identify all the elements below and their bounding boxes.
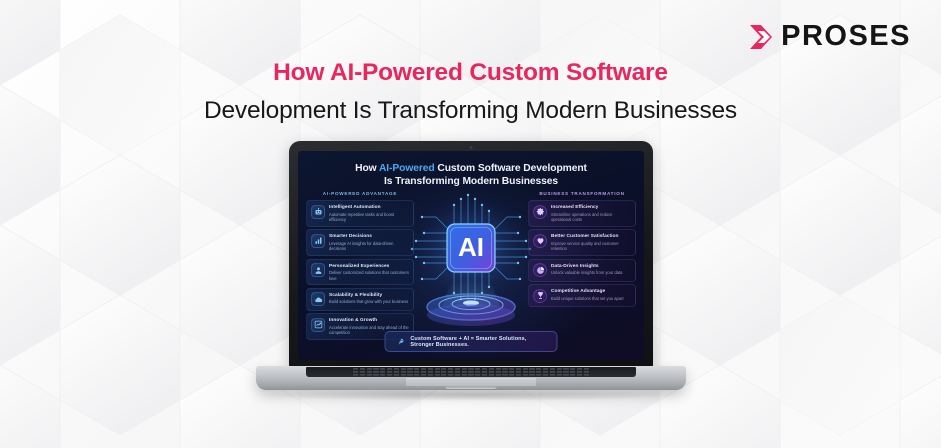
proses-arrow-icon [750,24,773,49]
feature-desc: Improve service quality and customer ret… [551,240,619,252]
webcam-icon [469,145,473,149]
logo-text: PROSES [781,20,911,52]
feature-desc: Accelerate innovation and stay ahead of … [329,324,409,336]
laptop-screen: How AI-Powered Custom Software Developme… [298,151,644,360]
robot-icon [311,204,325,219]
feature-text: Personalized Experiences Deliver customi… [329,263,409,281]
feature-text: Competitive Advantage Build unique solut… [551,289,624,301]
laptop-lid: How AI-Powered Custom Software Developme… [289,141,653,369]
feature-desc: Build solutions that grow with your busi… [329,299,409,305]
laptop-notch [445,385,497,389]
feature-item-smarter-decisions[interactable]: Smarter Decisions Leverage AI insights f… [306,229,414,257]
screen-title-suffix: Custom Software Development [434,163,587,174]
headline-line-1: How AI-Powered Custom Software [273,59,668,86]
feature-item-innovation-growth[interactable]: Innovation & Growth Accelerate innovatio… [306,313,414,341]
laptop-keyboard [306,367,636,377]
gear-icon [533,204,547,219]
tagline-text: Custom Software + AI = Smarter Solutions… [410,335,527,348]
feature-text: Intelligent Automation Automate repetiti… [329,205,409,223]
feature-title: Personalized Experiences [329,263,390,269]
tagline-banner[interactable]: Custom Software + AI = Smarter Solutions… [384,331,558,352]
feature-text: Data-Driven Insights Unlock valuable ins… [551,263,623,276]
ai-chip-graphic: AI [406,189,536,329]
feature-title: Intelligent Automation [329,205,381,210]
headline-line-2: Development Is Transforming Modern Busin… [204,97,737,124]
feature-columns: AI-POWERED ADVANTAGE Intelligent Automat… [298,191,644,343]
feature-desc: Build unique solutions that set you apar… [551,295,624,301]
feature-item-personalized-experiences[interactable]: Personalized Experiences Deliver customi… [306,258,414,286]
left-column: AI-POWERED ADVANTAGE Intelligent Automat… [306,191,414,343]
feature-item-better-customer-satisfaction[interactable]: Better Customer Satisfaction Improve ser… [528,229,636,257]
feature-title: Better Customer Satisfaction [551,234,619,240]
bar-chart-icon [311,233,325,248]
right-column-heading: BUSINESS TRANSFORMATION [539,191,625,196]
screen-title-prefix: How [355,163,379,174]
feature-title: Data-Driven Insights [551,263,599,269]
feature-desc: Leverage AI insights for data-driven dec… [329,240,394,252]
feature-text: Increased Efficiency Streamline operatio… [551,205,631,223]
laptop-trackpad [406,378,536,386]
rocket-icon [398,338,404,345]
page-title: How AI-Powered Custom Software Developme… [0,58,941,126]
feature-desc: Automate repetitive tasks and boost effi… [329,211,395,222]
laptop-mockup: How AI-Powered Custom Software Developme… [256,141,686,441]
screen-title-highlight: AI-Powered [378,163,435,174]
feature-title: Competitive Advantage [551,289,606,295]
screen-title-line-2: Is Transforming Modern Businesses [383,176,559,187]
pie-chart-icon [533,263,547,278]
feature-title: Smarter Decisions [329,234,372,240]
feature-item-intelligent-automation[interactable]: Intelligent Automation Automate repetiti… [306,200,414,227]
feature-title: Scalability & Flexibility [329,292,383,298]
right-column: BUSINESS TRANSFORMATION Increased Effici… [528,191,636,343]
cloud-icon [311,292,325,307]
feature-item-increased-efficiency[interactable]: Increased Efficiency Streamline operatio… [528,200,636,227]
person-icon [311,263,325,278]
feature-title: Innovation & Growth [329,318,378,324]
screen-title: How AI-Powered Custom Software Developme… [298,151,644,188]
brand-logo[interactable]: PROSES [749,22,911,51]
growth-chart-icon [311,317,325,332]
laptop-shadow [260,389,682,401]
feature-title: Increased Efficiency [551,205,599,210]
feature-text: Innovation & Growth Accelerate innovatio… [329,318,409,336]
feature-item-scalability-flexibility[interactable]: Scalability & Flexibility Build solution… [306,287,414,311]
feature-desc: Streamline operations and reduce operati… [551,211,613,222]
feature-item-data-driven-insights[interactable]: Data-Driven Insights Unlock valuable ins… [528,258,636,282]
feature-desc: Unlock valuable insights from your data [551,270,623,276]
screen-title-line-1: How AI-Powered Custom Software Developme… [298,162,644,175]
trophy-icon [533,288,547,303]
feature-text: Better Customer Satisfaction Improve ser… [551,234,631,252]
feature-item-competitive-advantage[interactable]: Competitive Advantage Build unique solut… [528,284,636,308]
ai-chip-label: AI [458,232,484,262]
left-column-heading: AI-POWERED ADVANTAGE [322,191,398,196]
feature-text: Smarter Decisions Leverage AI insights f… [329,234,409,252]
feature-desc: Deliver customized solutions that custom… [329,270,409,281]
feature-text: Scalability & Flexibility Build solution… [329,292,409,305]
laptop-base [256,366,686,390]
heart-icon [533,233,547,248]
